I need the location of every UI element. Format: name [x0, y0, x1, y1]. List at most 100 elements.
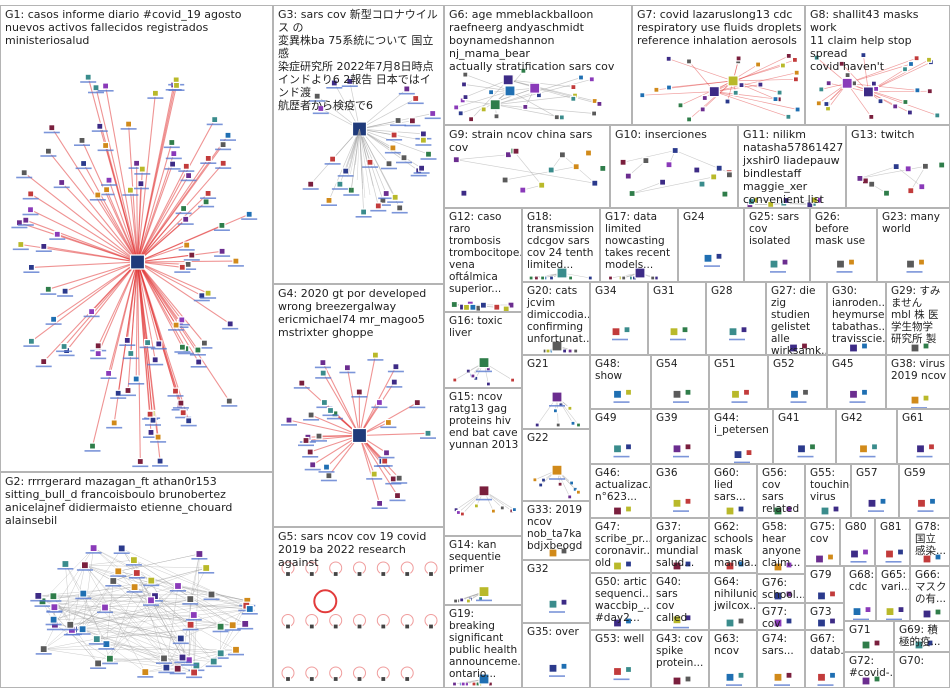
- node-caption: [30, 599, 47, 602]
- account-node: [284, 623, 292, 630]
- group-tile-g10: G10: inserciones: [610, 125, 738, 208]
- edge: [121, 548, 250, 610]
- account-node: [330, 79, 338, 87]
- edge: [180, 608, 250, 639]
- node-caption: [384, 151, 401, 154]
- edge: [65, 563, 71, 625]
- account-node: [380, 675, 387, 683]
- edge: [456, 90, 511, 108]
- node-caption: [120, 128, 137, 130]
- account-node: [810, 196, 819, 204]
- node-caption: [173, 323, 190, 326]
- edge: [137, 250, 223, 263]
- edge: [310, 414, 360, 437]
- hub-node: [529, 82, 541, 94]
- account-node: [182, 215, 190, 223]
- account-node: [591, 110, 598, 117]
- node-caption: [74, 633, 91, 635]
- account-node: [773, 562, 783, 572]
- edge: [868, 91, 911, 113]
- node-caption: [177, 223, 194, 225]
- account-node: [703, 253, 713, 263]
- account-node: [173, 581, 183, 591]
- account-node: [404, 623, 411, 630]
- account-node: [860, 51, 867, 59]
- group-graph: [452, 356, 516, 387]
- edge: [623, 150, 676, 163]
- account-node: [396, 204, 404, 212]
- account-node: [823, 100, 830, 108]
- group-graph: [856, 161, 946, 197]
- edge: [70, 605, 247, 626]
- edge: [64, 261, 138, 292]
- account-node: [873, 675, 881, 683]
- group-graph: [639, 52, 801, 123]
- account-node: [611, 327, 621, 337]
- hub-node: [351, 121, 368, 137]
- account-node: [624, 617, 633, 625]
- node-caption: [150, 441, 167, 443]
- account-node: [313, 92, 321, 100]
- account-node: [519, 186, 527, 194]
- group-graph: [769, 258, 789, 273]
- group-graph: [607, 267, 659, 281]
- edge: [509, 90, 557, 118]
- account-node: [382, 449, 391, 457]
- edge: [43, 565, 86, 650]
- group-graph: [672, 675, 692, 686]
- account-node: [375, 398, 384, 407]
- account-node: [570, 95, 577, 102]
- group-tile-g37: G37: organizac... mundial salud...: [651, 518, 709, 573]
- node-caption: [222, 327, 239, 330]
- account-node: [915, 444, 926, 454]
- account-node: [715, 164, 723, 172]
- edge: [65, 563, 107, 645]
- account-node: [873, 639, 881, 647]
- group-tile-g31: G31: [648, 282, 706, 355]
- account-node: [202, 563, 211, 573]
- node-caption: [156, 662, 172, 664]
- account-node: [424, 429, 432, 437]
- group-graph: [534, 391, 582, 428]
- account-node: [322, 463, 331, 471]
- account-node: [114, 567, 123, 576]
- account-node: [218, 221, 226, 229]
- group-graph: [669, 326, 689, 341]
- account-node: [684, 560, 692, 568]
- account-node: [745, 448, 753, 457]
- edge: [495, 78, 592, 106]
- group-tile-g77: G77: cov: [757, 603, 805, 630]
- group-tile-g52: G52: [768, 355, 827, 409]
- group-graph: [725, 671, 745, 686]
- account-node: [681, 326, 689, 334]
- edge: [82, 548, 94, 630]
- group-graph: [532, 464, 582, 500]
- node-caption: [237, 627, 254, 630]
- edge: [109, 585, 179, 659]
- account-node: [317, 104, 325, 113]
- hub-node: [551, 340, 563, 352]
- account-node: [218, 247, 226, 255]
- edge: [108, 261, 139, 374]
- group-tile-g36: G36: [651, 464, 709, 518]
- edge: [177, 585, 246, 625]
- account-node: [391, 193, 399, 201]
- edge: [312, 435, 360, 466]
- node-caption: [168, 89, 185, 91]
- account-node: [137, 180, 145, 188]
- account-node: [385, 160, 393, 168]
- edge: [137, 261, 183, 348]
- group-graph: [528, 267, 593, 281]
- group-graph: [905, 258, 926, 273]
- account-node: [177, 399, 185, 407]
- node-caption: [98, 193, 115, 196]
- edge: [87, 77, 139, 263]
- account-node: [725, 618, 735, 628]
- hub-node: [727, 75, 739, 87]
- account-node: [469, 303, 477, 311]
- node-caption: [853, 618, 869, 620]
- account-node: [792, 76, 799, 83]
- group-graph: [672, 497, 692, 512]
- account-node: [725, 171, 734, 179]
- group-graph: [728, 326, 748, 341]
